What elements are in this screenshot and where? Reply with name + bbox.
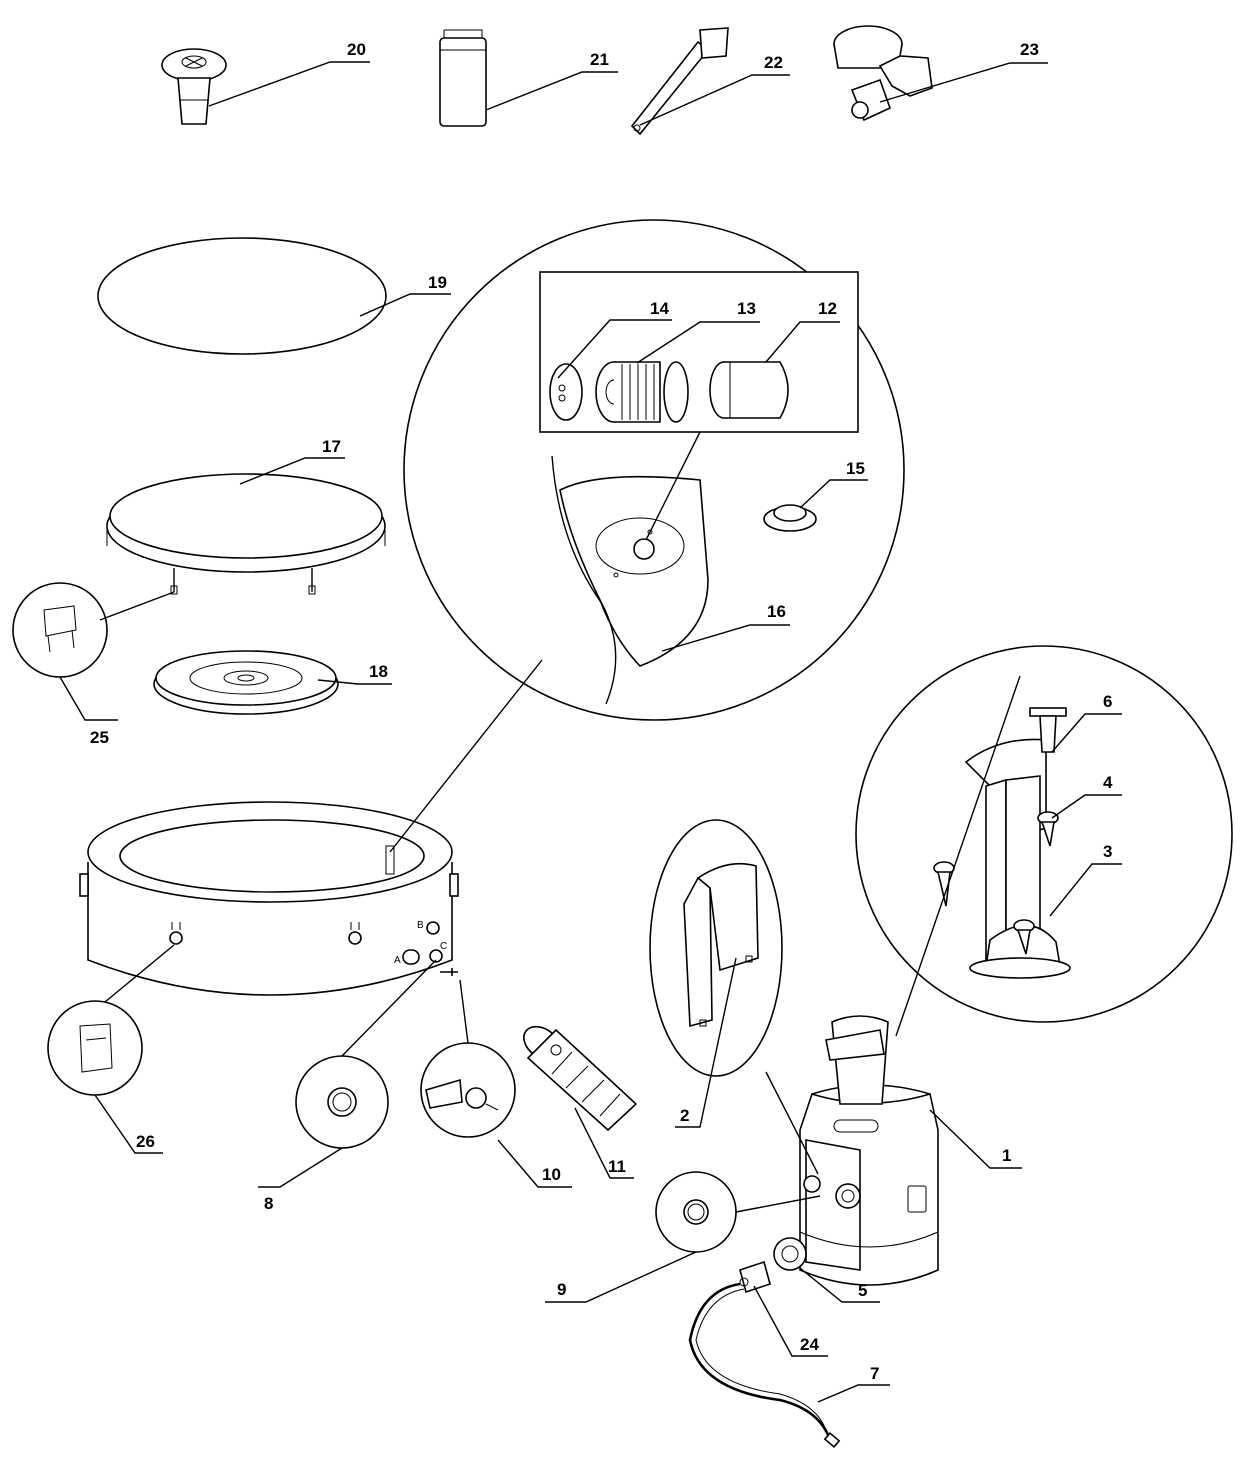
label-1: 1 [1002, 1146, 1011, 1165]
label-7: 7 [870, 1364, 879, 1383]
part-24-connector [739, 1260, 771, 1294]
part-10-valve-detail [420, 1042, 516, 1138]
part-19-film [97, 237, 387, 355]
label-20: 20 [347, 40, 366, 59]
part-5-nut [773, 1237, 807, 1271]
label-14: 14 [650, 299, 669, 318]
part-21-canister [439, 29, 487, 127]
port-letter-b: B [417, 920, 424, 931]
label-13: 13 [737, 299, 756, 318]
part-26-buckle-detail [47, 1000, 143, 1096]
part-25-buckle-detail [12, 582, 108, 678]
part-18-inflatable-pad [153, 650, 339, 715]
label-21: 21 [590, 50, 609, 69]
part-1-pump-unit [799, 1015, 939, 1286]
label-24: 24 [800, 1335, 819, 1354]
part-20-drain-plug [161, 48, 227, 125]
label-10: 10 [542, 1165, 561, 1184]
part-labels: 20 21 22 23 19 14 13 12 15 16 17 18 25 6… [90, 40, 1113, 1383]
label-6: 6 [1103, 692, 1112, 711]
part-22-wrench [630, 27, 729, 136]
part-23-valve-connector [833, 25, 933, 122]
label-25: 25 [90, 728, 109, 747]
label-22: 22 [764, 53, 783, 72]
part-2-cover-detail [649, 819, 783, 1077]
part-11-adapter [523, 1025, 638, 1132]
detail-circle-filter [403, 219, 905, 721]
label-5: 5 [858, 1281, 867, 1300]
detail-circle-pump [855, 645, 1233, 1023]
label-2: 2 [680, 1106, 689, 1125]
label-17: 17 [322, 437, 341, 456]
label-18: 18 [369, 662, 388, 681]
label-11: 11 [608, 1157, 626, 1176]
label-9: 9 [557, 1280, 566, 1299]
label-16: 16 [767, 602, 786, 621]
part-8-gasket-detail [295, 1055, 389, 1149]
label-4: 4 [1103, 773, 1113, 792]
label-3: 3 [1103, 842, 1112, 861]
part-17-cover [106, 473, 386, 595]
port-letter-c: C [440, 941, 447, 952]
leader-lines [59, 61, 1122, 1403]
label-8: 8 [264, 1194, 273, 1213]
label-15: 15 [846, 459, 865, 478]
label-26: 26 [136, 1132, 155, 1151]
part-7-hose [688, 1282, 841, 1449]
spa-tub: B A C [79, 801, 459, 996]
label-23: 23 [1020, 40, 1039, 59]
label-12: 12 [818, 299, 837, 318]
part-9-gasket-detail [655, 1171, 737, 1253]
label-19: 19 [428, 273, 447, 292]
port-letter-a: A [394, 955, 401, 966]
